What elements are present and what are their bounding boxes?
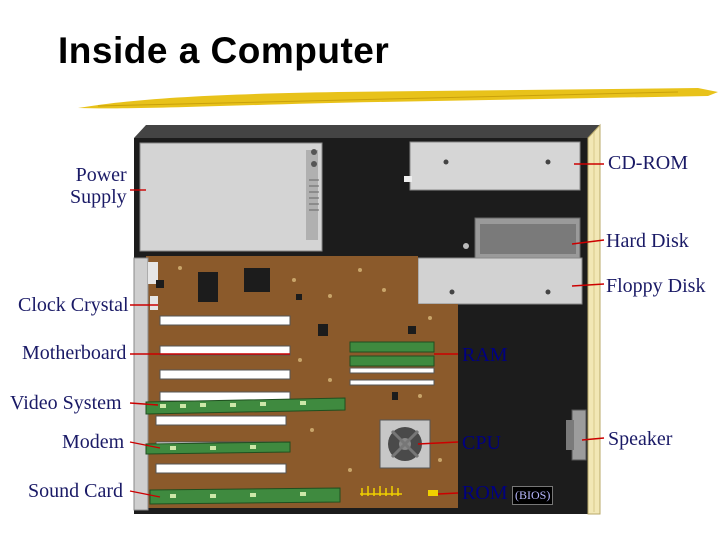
bios-tag-text: (BIOS) — [515, 488, 551, 502]
case-top-edge — [134, 125, 600, 138]
label-power-line1: Power — [75, 164, 127, 186]
slide-title: Inside a Computer — [58, 30, 390, 71]
label-rom: ROM — [462, 482, 508, 504]
title-highlight-rule — [78, 88, 718, 109]
label-power-supply: Power Supply — [70, 164, 127, 208]
cd-rom-drive — [409, 141, 581, 191]
floppy-drive — [417, 257, 583, 305]
rom-chip — [428, 490, 438, 496]
label-floppy-disk: Floppy Disk — [606, 275, 706, 297]
label-ram: RAM — [462, 344, 508, 366]
label-hard-disk: Hard Disk — [606, 230, 689, 252]
label-power-line2: Supply — [70, 186, 127, 208]
power-supply — [139, 142, 323, 252]
label-speaker: Speaker — [608, 428, 673, 450]
label-video-system: Video System — [10, 392, 122, 414]
label-sound-card: Sound Card — [28, 480, 123, 502]
label-modem: Modem — [62, 431, 125, 453]
label-motherboard: Motherboard — [22, 342, 127, 364]
label-cd-rom: CD-ROM — [608, 152, 689, 174]
label-cpu: CPU — [462, 432, 501, 454]
speaker — [566, 409, 587, 461]
ram-modules — [349, 341, 435, 386]
label-clock-crystal: Clock Crystal — [18, 294, 129, 316]
bios-tag: (BIOS) — [512, 486, 554, 505]
